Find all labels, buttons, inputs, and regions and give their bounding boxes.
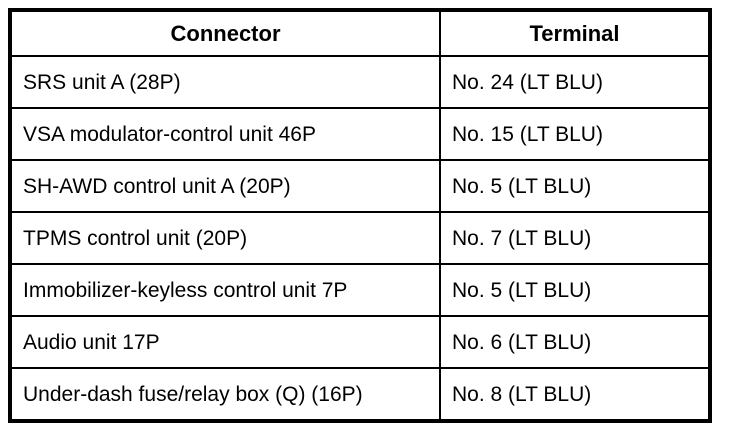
terminal-cell: No. 15 (LT BLU): [439, 107, 711, 161]
terminal-cell: No. 6 (LT BLU): [439, 315, 711, 369]
connector-cell: SH-AWD control unit A (20P): [9, 159, 441, 213]
connector-cell: Under-dash fuse/relay box (Q) (16P): [9, 367, 441, 422]
terminal-cell: No. 7 (LT BLU): [439, 211, 711, 265]
connector-terminal-table: Connector Terminal SRS unit A (28P) No. …: [8, 8, 712, 423]
table-row: Audio unit 17P No. 6 (LT BLU): [9, 315, 711, 369]
column-header-connector: Connector: [9, 9, 441, 57]
terminal-cell: No. 5 (LT BLU): [439, 263, 711, 317]
table-row: VSA modulator-control unit 46P No. 15 (L…: [9, 107, 711, 161]
terminal-cell: No. 8 (LT BLU): [439, 367, 711, 422]
table-row: Under-dash fuse/relay box (Q) (16P) No. …: [9, 367, 711, 422]
header-row: Connector Terminal: [9, 9, 711, 57]
table-row: SH-AWD control unit A (20P) No. 5 (LT BL…: [9, 159, 711, 213]
table-row: Immobilizer-keyless control unit 7P No. …: [9, 263, 711, 317]
connector-cell: SRS unit A (28P): [9, 55, 441, 109]
terminal-cell: No. 24 (LT BLU): [439, 55, 711, 109]
connector-cell: VSA modulator-control unit 46P: [9, 107, 441, 161]
connector-cell: TPMS control unit (20P): [9, 211, 441, 265]
connector-cell: Immobilizer-keyless control unit 7P: [9, 263, 441, 317]
column-header-terminal: Terminal: [439, 9, 711, 57]
terminal-cell: No. 5 (LT BLU): [439, 159, 711, 213]
table-row: TPMS control unit (20P) No. 7 (LT BLU): [9, 211, 711, 265]
table-row: SRS unit A (28P) No. 24 (LT BLU): [9, 55, 711, 109]
connector-cell: Audio unit 17P: [9, 315, 441, 369]
